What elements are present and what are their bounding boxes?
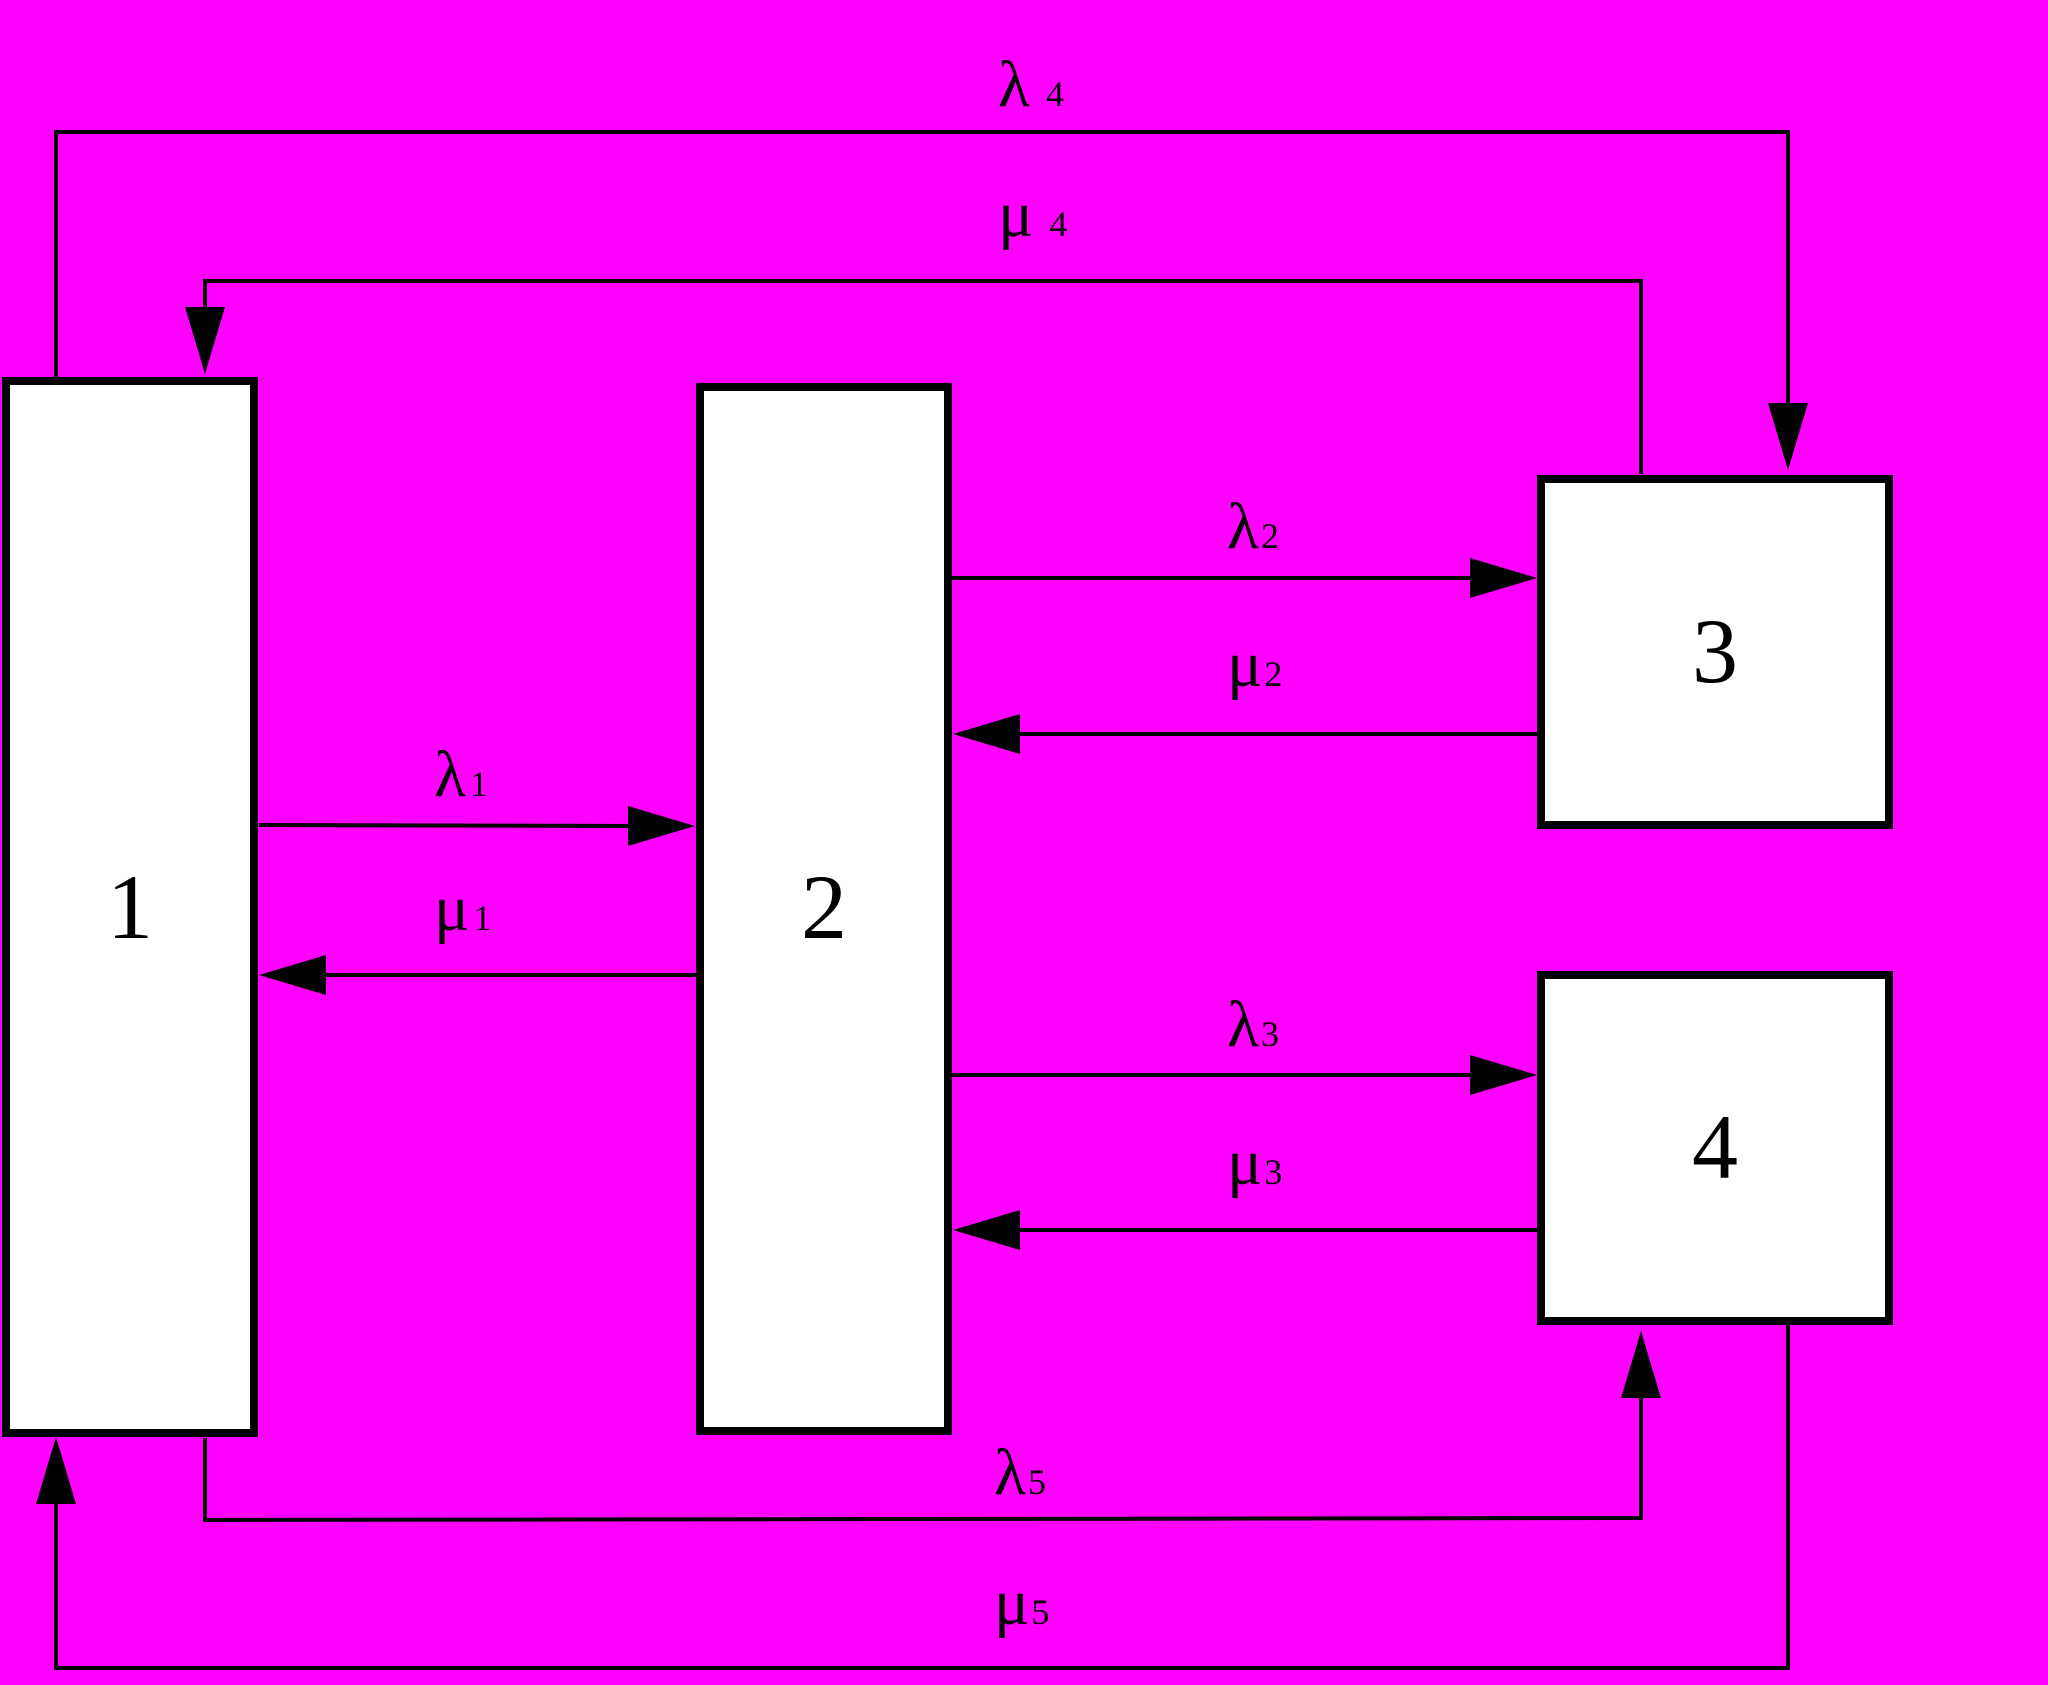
edge-mu5-line xyxy=(54,1325,1790,1670)
node-2-label: 2 xyxy=(801,856,847,958)
node-4: 4 xyxy=(1537,971,1893,1325)
edge-lambda4-arrowhead xyxy=(1768,403,1808,470)
edge-mu1-arrowhead xyxy=(259,955,326,995)
edge-mu5-arrowhead xyxy=(36,1437,76,1504)
edge-lambda2-arrowhead xyxy=(1470,558,1537,598)
edge-lambda4-line xyxy=(54,130,1790,440)
edge-lambda3-label: λ3 xyxy=(1227,988,1279,1061)
node-3-label: 3 xyxy=(1692,600,1738,702)
node-2: 2 xyxy=(696,383,952,1435)
edge-lambda1-arrowhead xyxy=(628,806,695,846)
edge-mu2-arrowhead xyxy=(953,714,1020,754)
node-4-label: 4 xyxy=(1692,1096,1738,1198)
edge-lambda2-label: λ2 xyxy=(1227,490,1279,563)
node-1: 1 xyxy=(2,377,258,1437)
edge-mu4-arrowhead xyxy=(185,307,225,374)
edge-mu4-line xyxy=(203,279,1643,474)
node-1-label: 1 xyxy=(107,856,153,958)
edge-lambda5-arrowhead xyxy=(1621,1331,1661,1398)
edge-mu3-label: μ3 xyxy=(1227,1126,1282,1199)
edge-lambda5-label: λ5 xyxy=(994,1436,1046,1509)
edge-lambda1-line xyxy=(258,823,633,828)
edge-mu2-label: μ2 xyxy=(1227,628,1282,701)
edge-lambda5-line xyxy=(203,1395,1643,1523)
node-3: 3 xyxy=(1537,475,1893,829)
edge-mu3-arrowhead xyxy=(953,1210,1020,1250)
edge-lambda3-arrowhead xyxy=(1470,1055,1537,1095)
edge-mu5-label: μ5 xyxy=(994,1566,1049,1639)
